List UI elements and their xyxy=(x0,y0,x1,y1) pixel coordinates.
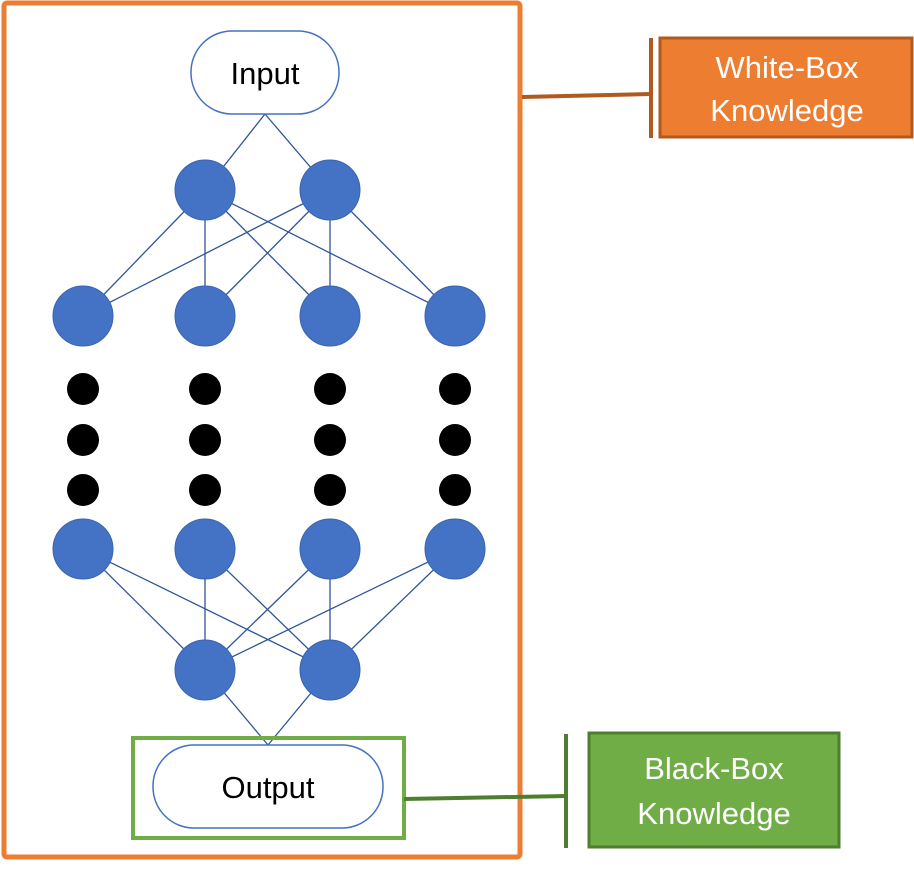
neuron-layer2 xyxy=(299,285,361,347)
neuron-layer3 xyxy=(52,518,114,580)
black-box-callout-line2: Knowledge xyxy=(637,796,790,831)
layer-ellipsis xyxy=(67,373,471,506)
edge-layer1-to-layer2 xyxy=(82,189,331,317)
ellipsis-dot xyxy=(314,424,346,456)
output-node xyxy=(152,744,384,829)
neuron-layer4 xyxy=(299,639,361,701)
ellipsis-dot xyxy=(189,474,221,506)
ellipsis-dot xyxy=(67,474,99,506)
neuron-layer1 xyxy=(299,159,361,221)
white-box-frame xyxy=(1,0,523,860)
white-box-connector xyxy=(521,92,652,99)
ellipsis-dot xyxy=(67,373,99,405)
neuron-layer1 xyxy=(174,159,236,221)
edge-layer3-to-layer4 xyxy=(82,548,331,671)
ellipsis-dot xyxy=(314,373,346,405)
ellipsis-dot xyxy=(439,424,471,456)
neuron-layer3 xyxy=(299,518,361,580)
white-box-callout xyxy=(658,36,914,139)
connection-edges xyxy=(82,113,456,746)
ellipsis-dot xyxy=(439,373,471,405)
ellipsis-dot xyxy=(314,474,346,506)
ellipsis-dot xyxy=(189,424,221,456)
neuron-layer4 xyxy=(174,639,236,701)
black-box-frame xyxy=(131,736,406,840)
neuron-layers xyxy=(52,159,486,701)
black-box-connector xyxy=(403,794,567,801)
black-box-callout xyxy=(587,731,841,849)
ellipsis-dot xyxy=(67,424,99,456)
neuron-layer2 xyxy=(52,285,114,347)
neuron-layer3 xyxy=(424,518,486,580)
white-box-callout-line2: Knowledge xyxy=(710,93,863,128)
neuron-layer3 xyxy=(174,518,236,580)
ellipsis-dot xyxy=(439,474,471,506)
neuron-layer2 xyxy=(424,285,486,347)
input-node xyxy=(190,30,340,115)
neuron-layer2 xyxy=(174,285,236,347)
black-box-callout-line1: Black-Box xyxy=(644,751,784,786)
output-node-label: Output xyxy=(221,770,314,805)
edge-layer3-to-layer4 xyxy=(204,548,456,671)
white-box-callout-line1: White-Box xyxy=(716,50,859,85)
input-node-label: Input xyxy=(231,56,300,91)
ellipsis-dot xyxy=(189,373,221,405)
